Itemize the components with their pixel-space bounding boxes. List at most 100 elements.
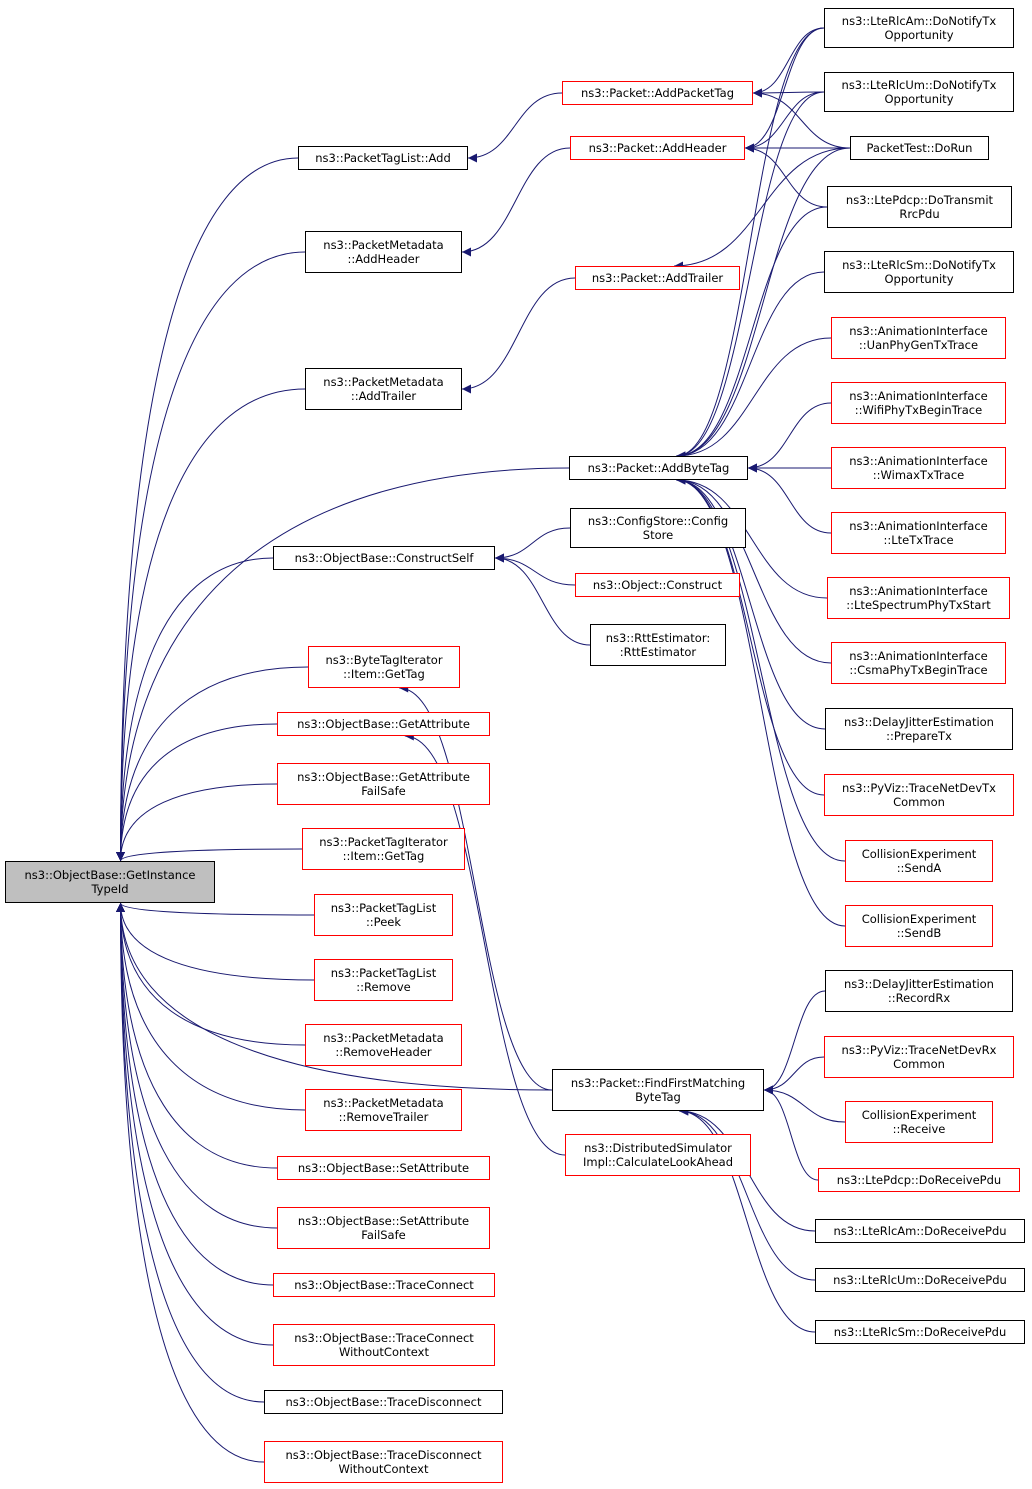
node-packettest-dorun[interactable]: PacketTest::DoRun (850, 136, 989, 160)
node-ai-ltespec[interactable]: ns3::AnimationInterface ::LteSpectrumPhy… (827, 577, 1010, 619)
edge-dje-recordrx-to-p-ffmbt (763, 990, 826, 1095)
edge-ai-csma-to-p-addbytetag (676, 475, 832, 664)
edge-ce-sendb-to-p-addbytetag (676, 475, 846, 927)
edge-p-addpackettag-to-ptl-add (467, 92, 563, 163)
node-rtt-est[interactable]: ns3::RttEstimator: :RttEstimator (590, 624, 726, 666)
edge-ltepdcp-drp-to-p-ffmbt (763, 1085, 819, 1181)
node-p-ffmbt[interactable]: ns3::Packet::FindFirstMatching ByteTag (552, 1069, 764, 1111)
edge-ob-setattrfs-to-root (116, 902, 278, 1229)
node-dje-preparetx[interactable]: ns3::DelayJitterEstimation ::PrepareTx (825, 708, 1013, 750)
node-ce-senda[interactable]: CollisionExperiment ::SendA (845, 840, 993, 882)
node-ai-lte[interactable]: ns3::AnimationInterface ::LteTxTrace (831, 512, 1006, 554)
node-pm-addtrailer[interactable]: ns3::PacketMetadata ::AddTrailer (305, 368, 462, 410)
node-pti-gettag[interactable]: ns3::PacketTagIterator ::Item::GetTag (302, 828, 465, 870)
node-pm-removetrailer[interactable]: ns3::PacketMetadata ::RemoveTrailer (305, 1089, 462, 1131)
node-ai-wimax[interactable]: ns3::AnimationInterface ::WimaxTxTrace (831, 447, 1006, 489)
node-ai-uan[interactable]: ns3::AnimationInterface ::UanPhyGenTxTra… (831, 317, 1006, 359)
edge-dsi-cla-to-ob-getattr (404, 731, 566, 1156)
node-bti-gettag[interactable]: ns3::ByteTagIterator ::Item::GetTag (308, 646, 460, 688)
node-pm-addheader[interactable]: ns3::PacketMetadata ::AddHeader (305, 231, 462, 273)
edge-ob-constructself-to-root (116, 557, 274, 862)
node-ltepdcp-dtrp[interactable]: ns3::LtePdcp::DoTransmit RrcPdu (827, 186, 1012, 228)
node-lterlcsm-dnto[interactable]: ns3::LteRlcSm::DoNotifyTx Opportunity (824, 251, 1014, 293)
edge-ai-uan-to-p-addbytetag (676, 337, 832, 461)
node-cs-configstore[interactable]: ns3::ConfigStore::Config Store (570, 508, 746, 548)
edge-packettest-dorun-to-p-addtrailer (673, 147, 851, 271)
node-ce-receive[interactable]: CollisionExperiment ::Receive (845, 1101, 993, 1143)
node-lterlcsm-drp[interactable]: ns3::LteRlcSm::DoReceivePdu (815, 1320, 1025, 1344)
node-pm-removeheader[interactable]: ns3::PacketMetadata ::RemoveHeader (305, 1024, 462, 1066)
edge-bti-gettag-to-root (116, 666, 309, 862)
edge-ai-ltespec-to-p-addbytetag (676, 475, 828, 599)
edge-p-addbytetag-to-root (116, 467, 570, 862)
edge-ob-tracedisconnectwc-to-root (116, 902, 265, 1463)
edge-lterlcam-dnto-to-p-addpackettag (752, 27, 825, 98)
edge-packettest-dorun-to-p-addpackettag (752, 88, 851, 149)
node-root: ns3::ObjectBase::GetInstance TypeId (5, 861, 215, 903)
node-ob-tracedisconnect[interactable]: ns3::ObjectBase::TraceDisconnect (264, 1390, 503, 1414)
edge-pm-removetrailer-to-root (116, 902, 306, 1111)
edge-p-ffmbt-to-root (116, 902, 553, 1091)
node-dje-recordrx[interactable]: ns3::DelayJitterEstimation ::RecordRx (825, 970, 1013, 1012)
node-ob-constructself[interactable]: ns3::ObjectBase::ConstructSelf (273, 546, 495, 570)
edge-ce-receive-to-p-ffmbt (763, 1085, 846, 1123)
node-ob-tracedisconnectwc[interactable]: ns3::ObjectBase::TraceDisconnect Without… (264, 1441, 503, 1483)
node-ob-traceconnect[interactable]: ns3::ObjectBase::TraceConnect (273, 1273, 495, 1297)
edge-p-addheader-to-pm-addheader (461, 147, 571, 257)
node-ai-csma[interactable]: ns3::AnimationInterface ::CsmaPhyTxBegin… (831, 642, 1006, 684)
node-ce-sendb[interactable]: CollisionExperiment ::SendB (845, 905, 993, 947)
node-lterlcum-dnto[interactable]: ns3::LteRlcUm::DoNotifyTx Opportunity (824, 72, 1014, 112)
edge-ob-tracedisconnect-to-root (116, 902, 265, 1403)
node-p-addbytetag[interactable]: ns3::Packet::AddByteTag (569, 456, 748, 480)
edge-rtt-est-to-ob-constructself (494, 553, 591, 646)
edge-cs-configstore-to-ob-constructself (494, 527, 571, 563)
edge-p-ffmbt-to-bti-gettag (399, 683, 553, 1091)
edge-ce-senda-to-p-addbytetag (676, 475, 846, 862)
edge-lterlcam-dnto-to-p-addbytetag (676, 27, 825, 461)
node-ptl-remove[interactable]: ns3::PacketTagList ::Remove (314, 959, 453, 1001)
edge-pm-removeheader-to-root (116, 902, 306, 1046)
node-p-addtrailer[interactable]: ns3::Packet::AddTrailer (575, 266, 740, 290)
node-ptl-peek[interactable]: ns3::PacketTagList ::Peek (314, 894, 453, 936)
edge-p-addtrailer-to-pm-addtrailer (461, 277, 576, 394)
node-ob-setattr[interactable]: ns3::ObjectBase::SetAttribute (277, 1156, 490, 1180)
edge-pyviz-tndtc-to-p-addbytetag (676, 475, 825, 796)
edge-pm-addtrailer-to-root (116, 388, 306, 862)
node-p-addpackettag[interactable]: ns3::Packet::AddPacketTag (562, 81, 753, 105)
node-ob-getattrfs[interactable]: ns3::ObjectBase::GetAttribute FailSafe (277, 763, 490, 805)
edge-ob-getattrfs-to-root (116, 783, 278, 862)
node-pyviz-tndrc[interactable]: ns3::PyViz::TraceNetDevRx Common (824, 1036, 1014, 1078)
node-ptl-add[interactable]: ns3::PacketTagList::Add (298, 146, 468, 170)
node-lterlcam-dnto[interactable]: ns3::LteRlcAm::DoNotifyTx Opportunity (824, 8, 1014, 48)
edge-lterlcsm-dnto-to-p-addbytetag (676, 271, 825, 461)
edge-ob-traceconnect-to-root (116, 902, 274, 1286)
node-ai-wifi[interactable]: ns3::AnimationInterface ::WifiPhyTxBegin… (831, 382, 1006, 424)
node-ob-setattrfs[interactable]: ns3::ObjectBase::SetAttribute FailSafe (277, 1207, 490, 1249)
node-pyviz-tndtc[interactable]: ns3::PyViz::TraceNetDevTx Common (824, 774, 1014, 816)
node-p-addheader[interactable]: ns3::Packet::AddHeader (570, 136, 745, 160)
edge-ai-wifi-to-p-addbytetag (747, 402, 832, 473)
edge-packettest-dorun-to-p-addbytetag (676, 147, 851, 461)
node-ob-getattr[interactable]: ns3::ObjectBase::GetAttribute (277, 712, 490, 736)
edge-lterlcum-drp-to-p-ffmbt (679, 1106, 816, 1281)
edge-ob-getattr-to-root (116, 723, 278, 862)
edge-dje-preparetx-to-p-addbytetag (676, 475, 826, 730)
edge-lterlcum-dnto-to-p-addbytetag (676, 91, 825, 461)
node-dsi-cla[interactable]: ns3::DistributedSimulator Impl::Calculat… (565, 1134, 751, 1176)
node-lterlcum-drp[interactable]: ns3::LteRlcUm::DoReceivePdu (815, 1268, 1025, 1292)
node-o-construct[interactable]: ns3::Object::Construct (575, 573, 740, 597)
node-lterlcam-drp[interactable]: ns3::LteRlcAm::DoReceivePdu (815, 1219, 1025, 1243)
node-ltepdcp-drp[interactable]: ns3::LtePdcp::DoReceivePdu (818, 1168, 1020, 1192)
edge-pm-addheader-to-root (116, 251, 306, 862)
edge-lterlcum-dnto-to-p-addheader (744, 91, 825, 153)
edge-ltepdcp-dtrp-to-p-addbytetag (676, 206, 828, 461)
edge-lterlcsm-drp-to-p-ffmbt (679, 1106, 816, 1333)
edge-ptl-remove-to-root (116, 902, 315, 981)
edge-ai-lte-to-p-addbytetag (747, 463, 832, 534)
edge-ob-setattr-to-root (116, 902, 278, 1169)
edge-ptl-add-to-root (116, 157, 299, 862)
edge-ob-traceconnectwc-to-root (116, 902, 274, 1346)
node-ob-traceconnectwc[interactable]: ns3::ObjectBase::TraceConnect WithoutCon… (273, 1324, 495, 1366)
